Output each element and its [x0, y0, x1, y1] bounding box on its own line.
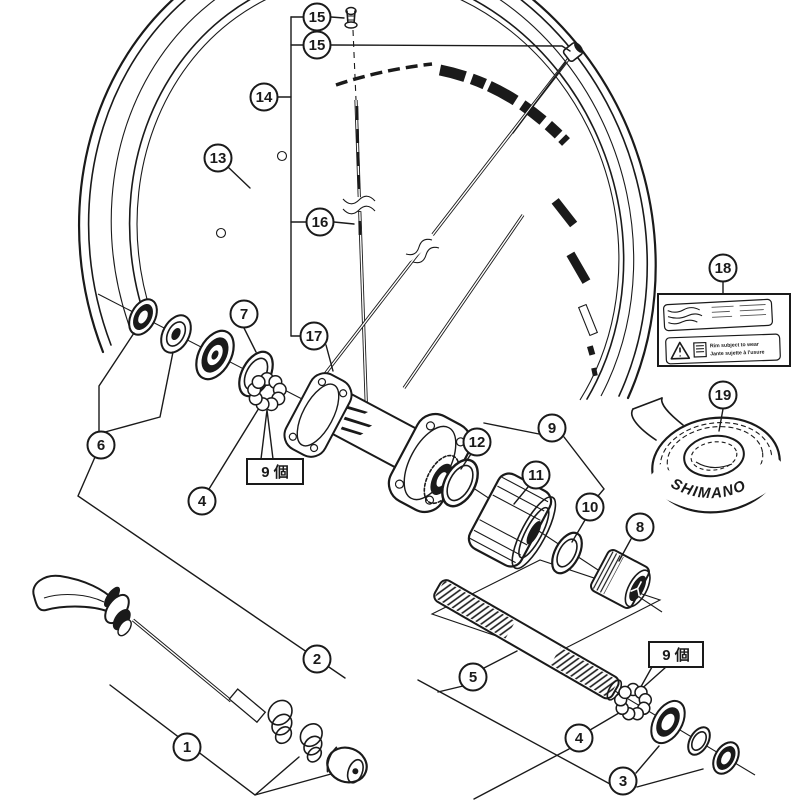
spoke-nipple: [344, 6, 358, 29]
quantity-text: 9 個: [261, 463, 289, 481]
left-dust-cap: [195, 329, 235, 381]
callout-5: 5: [458, 662, 488, 692]
spoke-break-mark: [401, 228, 440, 264]
callout-2: 2: [302, 644, 332, 674]
svg-text:14: 14: [256, 89, 273, 106]
warning-label: Rim subject to wear Jante sujette à l'us…: [665, 333, 781, 365]
quantity-label: 9 個: [246, 409, 304, 485]
left-hub-parts: [128, 298, 274, 398]
qr-end-nut: [326, 746, 368, 784]
callout-4: 4: [564, 723, 594, 753]
lockring: [590, 549, 651, 609]
rim-tape-tail: [631, 397, 684, 441]
svg-text:2: 2: [313, 651, 321, 668]
callout-9: 9: [537, 413, 567, 443]
callout-11: 11: [521, 460, 551, 490]
svg-text:7: 7: [240, 306, 248, 323]
callout-15: 15: [302, 2, 332, 32]
callout-4: 4: [187, 486, 217, 516]
warning-text-en: Rim subject to wear: [710, 342, 759, 350]
callout-8: 8: [625, 512, 655, 542]
hub-left-flange: [283, 372, 353, 458]
warning-text-fr: Jante sujette à l'usure: [710, 350, 765, 358]
spokes: [306, 6, 584, 426]
callout-1: 1: [172, 732, 202, 762]
left-bearing-cup: [160, 314, 192, 354]
svg-text:5: 5: [469, 669, 477, 686]
svg-text:15: 15: [309, 37, 326, 54]
left-locknut: [128, 298, 158, 336]
book-icon: [693, 341, 707, 358]
callout-16: 16: [305, 207, 335, 237]
callout-19: 19: [708, 380, 738, 410]
spoke-ferrule: [512, 41, 584, 134]
svg-text:15: 15: [309, 9, 326, 26]
svg-text:18: 18: [715, 260, 732, 277]
svg-text:12: 12: [469, 434, 486, 451]
callout-6: 6: [86, 430, 116, 460]
svg-text:3: 3: [619, 773, 627, 790]
ball-bearing-clusters: [247, 371, 653, 721]
spoke-diagonal: [306, 56, 572, 397]
freehub-body: [467, 472, 557, 570]
qr-spring: [299, 723, 323, 763]
leader-lines: [77, 16, 724, 800]
seal-washer: [551, 531, 583, 575]
svg-text:6: 6: [97, 437, 105, 454]
rim-spoke-hole: [215, 227, 227, 239]
svg-text:13: 13: [210, 150, 227, 167]
spoke-break-mark: [340, 195, 376, 215]
callout-17: 17: [299, 321, 329, 351]
ball-bearing: [618, 685, 632, 700]
rim: [77, 0, 657, 401]
parts-label-sticker: Rim subject to wear Jante sujette à l'us…: [657, 293, 791, 367]
rim-tape-roll: SHIMANO: [631, 397, 786, 514]
right-locknut: [712, 741, 740, 775]
callout-10: 10: [575, 492, 605, 522]
right-cone: [650, 699, 686, 745]
svg-text:10: 10: [582, 499, 599, 516]
spoke-diagonal-2: [402, 214, 525, 389]
rim-spoke-hole: [276, 150, 288, 162]
axle: [433, 579, 623, 701]
callout-14: 14: [249, 82, 279, 112]
svg-text:11: 11: [528, 467, 544, 484]
callout-15: 15: [302, 30, 332, 60]
right-washer: [687, 726, 711, 756]
warning-triangle-icon: [670, 341, 691, 360]
qr-spring: [267, 699, 293, 745]
right-cone-group: [650, 699, 740, 775]
rim-decal-logo: [438, 64, 570, 146]
callout-7: 7: [229, 299, 259, 329]
quick-release: [32, 574, 368, 784]
svg-text:9: 9: [548, 420, 556, 437]
callout-3: 3: [608, 766, 638, 796]
svg-text:4: 4: [575, 730, 584, 747]
o-ring: [441, 458, 479, 508]
svg-text:4: 4: [198, 493, 207, 510]
callout-18: 18: [708, 253, 738, 283]
svg-text:17: 17: [306, 328, 323, 345]
skewer-rod: [131, 618, 267, 724]
quantity-label: 9 個: [637, 641, 704, 693]
rim-decal-stripes: [335, 62, 433, 87]
rim-side-panels: [551, 198, 599, 377]
svg-text:16: 16: [312, 214, 329, 231]
svg-text:1: 1: [183, 739, 191, 756]
ball-bearing: [251, 374, 266, 390]
spoke-vertical: [352, 29, 369, 426]
quantity-text: 9 個: [662, 646, 690, 664]
callout-13: 13: [203, 143, 233, 173]
callout-12: 12: [462, 427, 492, 457]
quick-release-lever: [32, 574, 132, 637]
svg-text:8: 8: [636, 519, 644, 536]
spec-label: [662, 298, 774, 332]
svg-text:19: 19: [715, 387, 732, 404]
